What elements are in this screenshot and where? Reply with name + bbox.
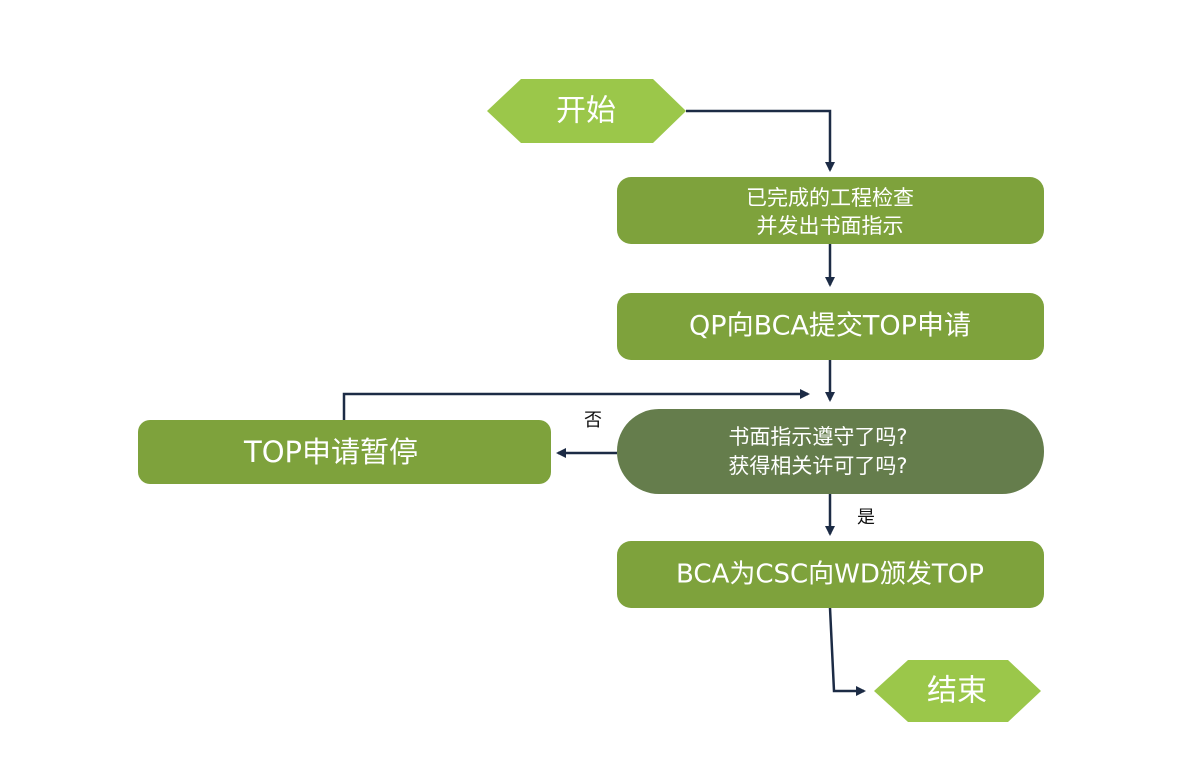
decision-label-line1: 书面指示遵守了吗? [728,425,907,449]
decision-shape [617,409,1044,494]
decision-compliance-check: 书面指示遵守了吗? 获得相关许可了吗? [617,409,1044,494]
step1-label-line2: 并发出书面指示 [757,214,904,238]
step-completed-inspection: 已完成的工程检查 并发出书面指示 [617,177,1044,244]
start-shape [487,79,686,143]
decision-label-line2: 获得相关许可了吗? [728,454,907,478]
step2-box [617,293,1044,360]
step1-box [617,177,1044,244]
end-shape [874,660,1041,722]
step1-label-line1: 已完成的工程检查 [746,186,914,210]
step3-box [617,541,1044,608]
end-label: 结束 [927,674,987,709]
end-node: 结束 [874,660,1041,722]
connector-start-to-step1 [686,109,835,172]
connectors [342,109,866,696]
start-node: 开始 [487,79,686,143]
connector-suspend-loop-back [342,389,810,420]
connector-step3-to-end [828,607,866,696]
edge-label-yes: 是 [857,507,875,528]
suspend-box [138,420,551,484]
step2-label: QP向BCA提交TOP申请 [689,311,971,342]
step-submit-top-application: QP向BCA提交TOP申请 [617,293,1044,360]
edge-label-no: 否 [584,410,602,431]
step-issue-top: BCA为CSC向WD颁发TOP [617,541,1044,608]
start-label: 开始 [556,94,616,129]
step3-label: BCA为CSC向WD颁发TOP [676,560,984,590]
suspend-label: TOP申请暂停 [243,435,418,469]
step-top-suspended: TOP申请暂停 [138,420,551,484]
